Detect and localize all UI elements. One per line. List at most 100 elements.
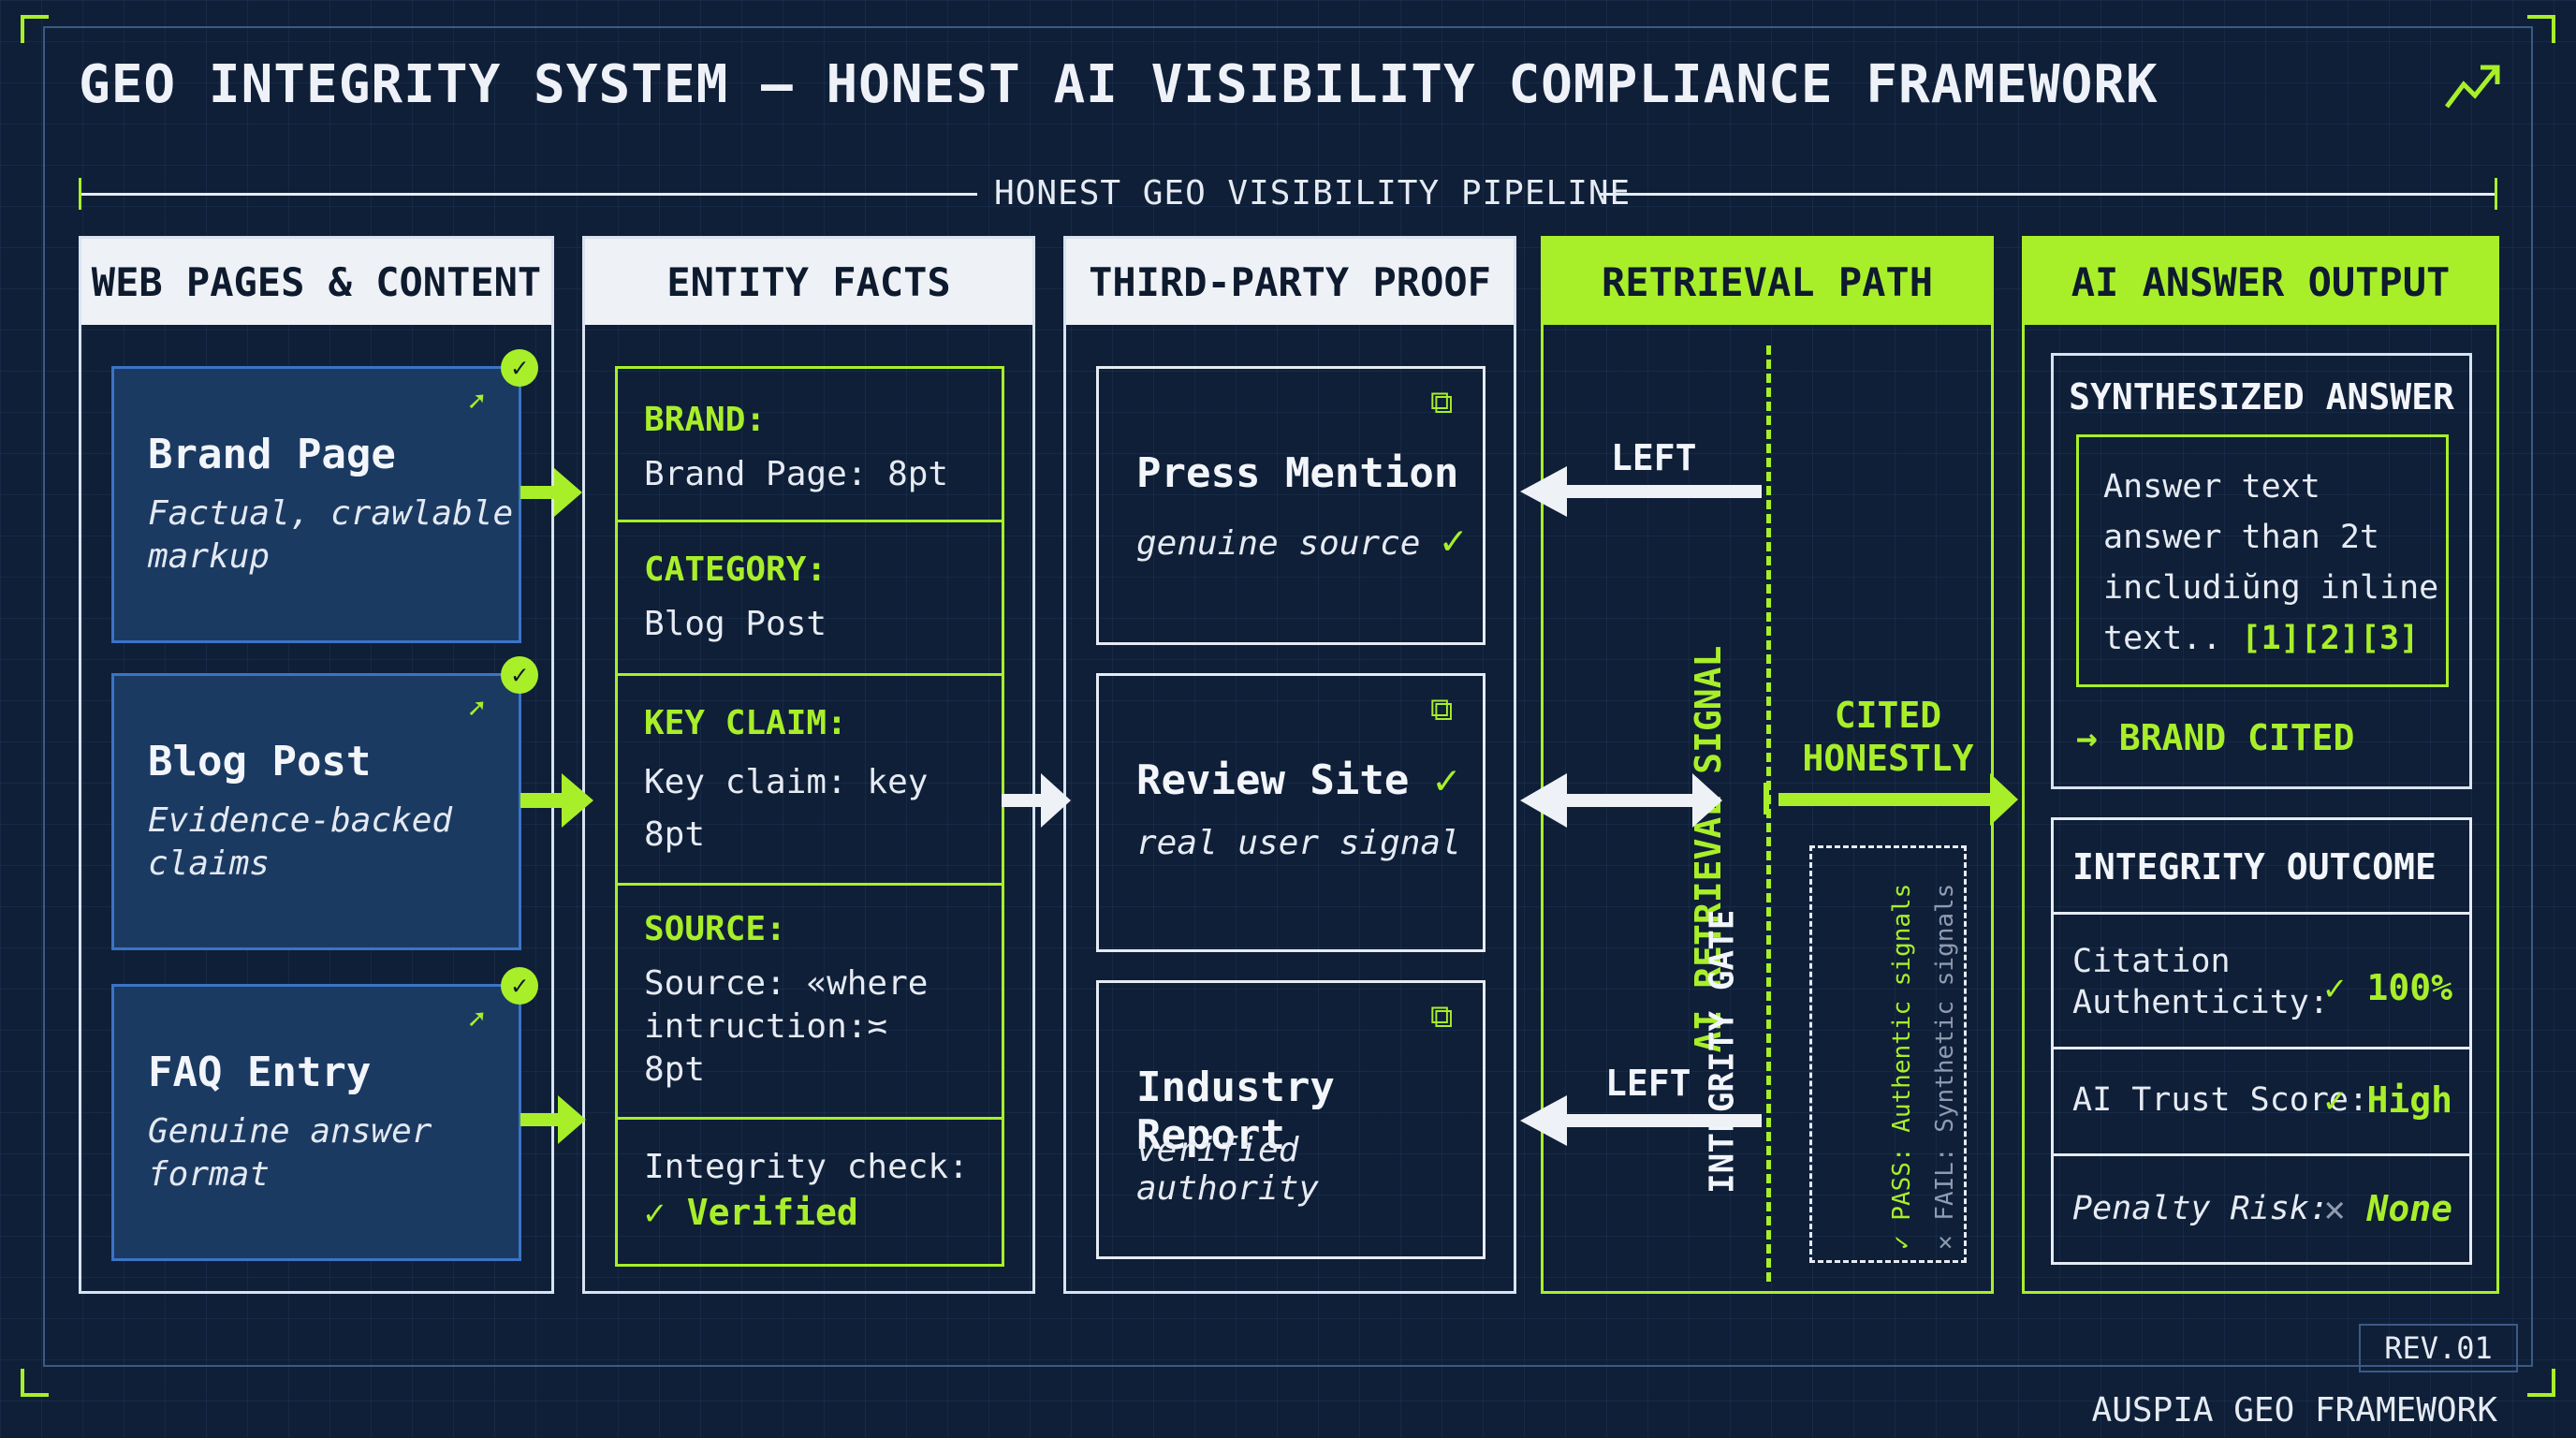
check-icon: ✓ — [501, 656, 538, 694]
link-arrow-icon: ➚ — [468, 386, 486, 418]
arrow-shaft — [1002, 794, 1045, 807]
arrow-head — [558, 1095, 586, 1144]
fact-value: Source: «where intruction:≍ 8pt — [644, 964, 929, 1089]
card-title: Press Mention — [1136, 449, 1459, 497]
pipeline-tick — [2495, 178, 2497, 210]
outcome-row-penalty: Penalty Risk: ✕ None — [2054, 1153, 2469, 1262]
external-link-icon: ⧉ — [1430, 384, 1454, 421]
link-arrow-icon: ➚ — [468, 1004, 486, 1036]
fact-label: SOURCE: — [644, 910, 786, 948]
frame-corner — [2527, 1369, 2555, 1397]
web-content-column: WEB PAGES & CONTENT Brand Page Factual, … — [79, 236, 554, 1294]
check-icon: ✓ — [501, 349, 538, 387]
card-subtitle: genuine source ✓ — [1136, 517, 1466, 565]
left-arrow-label: LEFT — [1611, 437, 1697, 478]
fact-value: Blog Post — [644, 605, 827, 643]
outcome-row-trust: AI Trust Score: ✓ High — [2054, 1047, 2469, 1153]
fact-brand: BRAND: Brand Page: 8pt — [618, 369, 1002, 522]
fact-value: Key claim: key 8pt — [644, 763, 929, 854]
card-subtitle: Evidence-backed claims — [148, 801, 453, 883]
answer-box: Answer text answer than 2t includiŭng in… — [2076, 434, 2449, 687]
outcome-value: ✓ 100% — [2323, 967, 2452, 1008]
entity-facts-column: ENTITY FACTS BRAND: Brand Page: 8pt CATE… — [582, 236, 1035, 1294]
fact-label: KEY CLAIM: — [644, 704, 847, 742]
review-site-card[interactable]: ⧉ Review Site ✓ real user signal — [1096, 673, 1486, 952]
fact-label: CATEGORY: — [644, 550, 827, 589]
outcome-label: Penalty Risk: — [2072, 1190, 2329, 1227]
press-mention-card[interactable]: ⧉ Press Mention genuine source ✓ — [1096, 366, 1486, 645]
frame-corner — [21, 1369, 49, 1397]
integrity-outcome-panel: INTEGRITY OUTCOME Citation Authenticity:… — [2051, 817, 2472, 1265]
footer-brand: AUSPIA GEO FRAMEWORK — [2091, 1391, 2497, 1430]
synthesized-answer-panel: SYNTHESIZED ANSWER Answer text answer th… — [2051, 353, 2472, 789]
card-title: Brand Page — [148, 431, 396, 478]
column-heading: THIRD-PARTY PROOF — [1066, 239, 1514, 325]
arrow-shaft — [1778, 793, 1994, 806]
ai-answer-output-column: AI ANSWER OUTPUT SYNTHESIZED ANSWER Answ… — [2022, 236, 2499, 1294]
column-heading: ENTITY FACTS — [585, 239, 1032, 325]
pipeline-label: HONEST GEO VISIBILITY PIPELINE — [994, 174, 1632, 213]
industry-report-card[interactable]: ⧉ Industry Report verified authority — [1096, 980, 1486, 1259]
fact-source: SOURCE: Source: «where intruction:≍ 8pt — [618, 886, 1002, 1120]
blog-post-card[interactable]: Blog Post Evidence-backed claims ➚ — [111, 673, 521, 950]
arrow-shaft — [1567, 794, 1698, 807]
cross-icon: ✕ — [2323, 1188, 2346, 1229]
link-arrow-icon: ➚ — [468, 693, 486, 726]
arrow-head — [1692, 773, 1722, 828]
frame-corner — [21, 15, 49, 43]
outcome-label: Citation Authenticity: — [2072, 943, 2329, 1021]
retrieval-path-column: RETRIEVAL PATH LEFT LEFT AI RETRIEVAL SI… — [1541, 236, 1994, 1294]
faq-entry-card[interactable]: FAQ Entry Genuine answer format ➚ — [111, 984, 521, 1261]
arrow-head — [1520, 1095, 1567, 1146]
card-subtitle: verified authority — [1136, 1131, 1320, 1208]
arrow-head — [1520, 466, 1567, 517]
brand-cited-label: → BRAND CITED — [2076, 717, 2355, 758]
left-arrow-label: LEFT — [1605, 1063, 1691, 1104]
answer-text: Answer text answer than 2t includiŭng in… — [2103, 468, 2439, 657]
outcome-label: AI Trust Score: — [2072, 1081, 2369, 1119]
brand-page-card[interactable]: Brand Page Factual, crawlable markup ➚ — [111, 366, 521, 643]
integrity-check-label: Integrity check: — [644, 1148, 969, 1186]
arrow-head — [1520, 773, 1567, 828]
fact-value: Brand Page: 8pt — [644, 455, 949, 493]
card-title: Blog Post — [148, 738, 372, 785]
page-title: GEO INTEGRITY SYSTEM — HONEST AI VISIBIL… — [79, 54, 2159, 115]
arrow-head — [1041, 773, 1071, 828]
arrow-shaft — [520, 793, 565, 808]
card-title: Review Site ✓ — [1136, 756, 1459, 804]
arrow-shaft — [520, 1113, 562, 1126]
panel-title: SYNTHESIZED ANSWER — [2069, 376, 2454, 418]
arrow-head — [1990, 773, 2018, 826]
panel-title: INTEGRITY OUTCOME — [2072, 846, 2437, 888]
outcome-value: ✕ None — [2323, 1188, 2452, 1229]
pipeline-line — [79, 193, 977, 196]
facts-panel: BRAND: Brand Page: 8pt CATEGORY: Blog Po… — [615, 366, 1004, 1267]
fact-key-claim: KEY CLAIM: Key claim: key 8pt — [618, 676, 1002, 886]
revision-badge: REV.01 — [2359, 1324, 2518, 1372]
trend-up-icon — [2445, 65, 2500, 109]
arrow-shaft — [1561, 485, 1762, 498]
outcome-row-authenticity: Citation Authenticity: ✓ 100% — [2054, 912, 2469, 1047]
outcome-value: ✓ High — [2323, 1079, 2452, 1121]
gate-tick — [1764, 783, 1769, 814]
third-party-proof-column: THIRD-PARTY PROOF ⧉ Press Mention genuin… — [1063, 236, 1516, 1294]
column-heading: AI ANSWER OUTPUT — [2025, 239, 2496, 325]
integrity-check: Integrity check: ✓ Verified — [644, 1148, 969, 1233]
outer-frame — [43, 26, 2533, 1367]
pipeline-line — [1601, 193, 2497, 196]
card-title: FAQ Entry — [148, 1049, 372, 1096]
external-link-icon: ⧉ — [1430, 998, 1454, 1035]
card-title: Industry Report — [1136, 1064, 1335, 1159]
external-link-icon: ⧉ — [1430, 691, 1454, 728]
integrity-check-value: ✓ Verified — [644, 1192, 858, 1233]
arrow-shaft — [1561, 1114, 1762, 1127]
pipeline-tick — [79, 178, 81, 210]
integrity-gate — [1809, 845, 1967, 1263]
cited-honestly-label: CITED HONESTLY — [1802, 695, 1974, 779]
arrow-shaft — [520, 486, 558, 499]
column-heading: RETRIEVAL PATH — [1544, 239, 1991, 325]
card-subtitle: Factual, crawlable markup — [148, 494, 514, 576]
frame-corner — [2527, 15, 2555, 43]
